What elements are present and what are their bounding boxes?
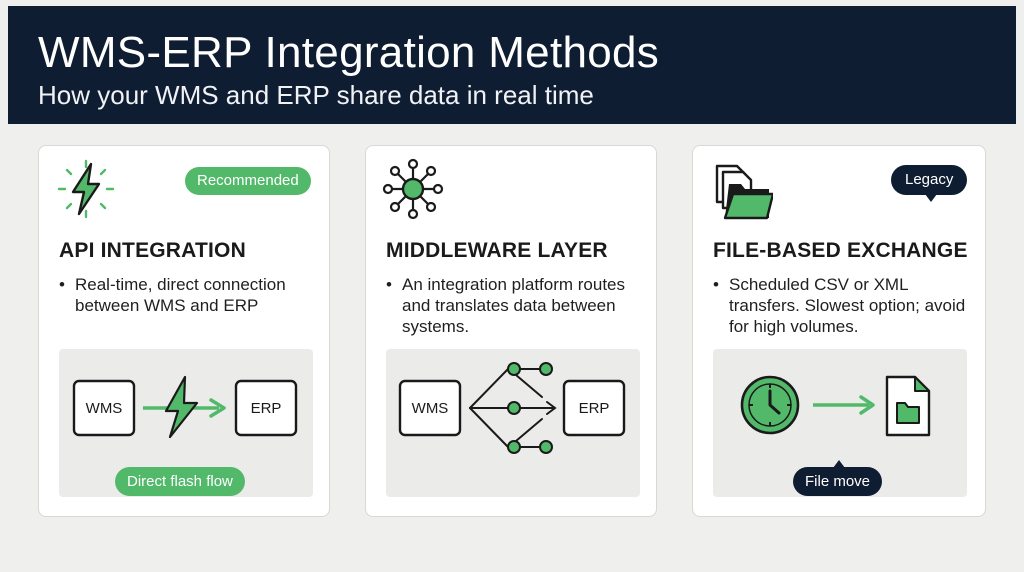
arrow-head	[859, 395, 875, 415]
direct-flow-caption: Direct flash flow	[115, 467, 245, 496]
wms-node	[398, 379, 462, 437]
card-middleware-layer: MIDDLEWARE LAYER • An integration platfo…	[365, 145, 657, 517]
card-title: API INTEGRATION	[59, 239, 246, 262]
arrow-head	[209, 398, 226, 418]
page-title: WMS-ERP Integration Methods	[38, 28, 660, 77]
card-description: • An integration platform routes and tra…	[386, 275, 626, 336]
routing-nodes-icon	[469, 368, 557, 448]
bullet-dot: •	[59, 275, 65, 294]
legacy-badge: Legacy	[891, 165, 968, 195]
recommended-badge: Recommended	[185, 167, 311, 195]
erp-node	[562, 379, 626, 437]
wms-label: WMS	[86, 400, 123, 417]
file-move-caption: File move	[793, 467, 883, 496]
card-title: FILE-BASED EXCHANGE	[713, 239, 968, 262]
bullet-dot: •	[713, 275, 719, 294]
file-move-tooltip: File move	[793, 460, 883, 496]
tooltip-pointer	[925, 194, 937, 202]
bullet-dot: •	[386, 275, 392, 294]
erp-label: ERP	[251, 400, 282, 417]
card-api-integration: Recommended API INTEGRATION • Real-time,…	[38, 145, 330, 517]
erp-node	[234, 379, 298, 437]
network-hub-icon	[382, 158, 444, 220]
lightning-bolt-icon	[57, 159, 115, 219]
legacy-tooltip: Legacy	[891, 165, 968, 202]
erp-label: ERP	[579, 400, 610, 417]
card-description: • Real-time, direct connection between W…	[59, 275, 286, 315]
card-title: MIDDLEWARE LAYER	[386, 239, 608, 262]
lightning-bolt-icon	[164, 375, 199, 439]
wms-label: WMS	[412, 400, 449, 417]
wms-node	[72, 379, 136, 437]
api-flow-diagram: WMS ERP	[59, 349, 313, 497]
header-banner: WMS-ERP Integration Methods How your WMS…	[8, 6, 1016, 124]
page-subtitle: How your WMS and ERP share data in real …	[38, 80, 594, 110]
clock-icon	[740, 375, 800, 435]
card-description: • Scheduled CSV or XML transfers. Slowes…	[713, 275, 966, 336]
file-folder-icon	[885, 375, 931, 437]
folder-files-icon	[715, 164, 773, 220]
card-file-based-exchange: Legacy FILE-BASED EXCHANGE • Scheduled C…	[692, 145, 986, 517]
tooltip-pointer	[833, 460, 845, 468]
middleware-flow-diagram: WMS ERP	[386, 349, 640, 497]
